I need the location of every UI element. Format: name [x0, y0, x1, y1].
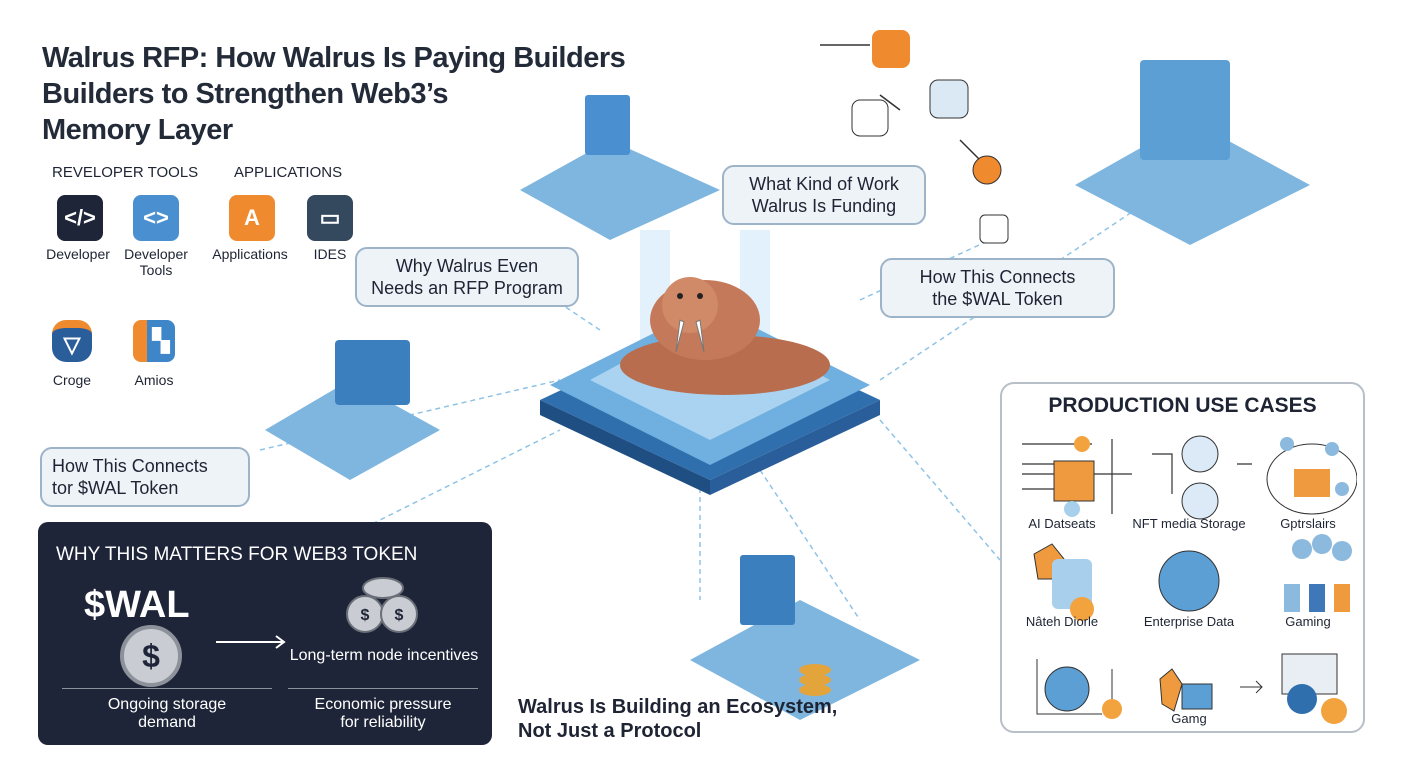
title-line: Walrus RFP: How Walrus Is Paying Builder… — [42, 42, 626, 74]
use-case-label: Gaming — [1285, 614, 1331, 629]
tool-label: Croge — [52, 372, 92, 388]
tool-label: Developer Tools — [124, 246, 188, 278]
caption-line: Not Just a Protocol — [518, 720, 702, 742]
use-cases-panel: PRODUCTION USE CASES AI Datseats NFT med… — [1000, 382, 1365, 733]
wal-token-label: $WAL — [84, 584, 190, 626]
bubble-line: What Kind of Work — [749, 174, 899, 194]
shield-icon: ▽ — [52, 320, 92, 362]
divider — [288, 688, 478, 689]
walrus-illustration — [620, 277, 830, 395]
use-case-label: Gamg — [1171, 711, 1207, 726]
use-case-label: Gptrslairs — [1280, 516, 1336, 531]
tool-label: Developer — [46, 246, 110, 262]
ide-window-icon: ▭ — [307, 195, 353, 241]
coin-stack-icon: $$ — [346, 577, 418, 633]
ecosystem-caption: Walrus Is Building an Ecosystem,Not Just… — [518, 695, 837, 743]
incentives-label: Long-term node incentives — [289, 647, 479, 664]
use-case-label: AI Datseats — [1028, 516, 1096, 531]
use-case-label: Nâteh Diorle — [1025, 614, 1099, 629]
section-applications: APPLICATIONS — [234, 164, 343, 181]
title-line: Memory Layer — [42, 114, 233, 146]
bubble-line: the $WAL Token — [932, 289, 1063, 309]
tool-label: Amios — [134, 372, 174, 388]
brackets-icon: <> — [133, 195, 179, 241]
arrow-right-icon — [216, 635, 286, 649]
dollar-coin-icon: $ — [120, 625, 182, 687]
caption-line: Walrus Is Building an Ecosystem, — [518, 696, 838, 718]
svg-text:$: $ — [395, 607, 404, 624]
svg-text:$: $ — [361, 607, 370, 624]
use-cases-title: PRODUCTION USE CASES — [1048, 394, 1317, 417]
divider — [62, 688, 272, 689]
bubble-line: How This Connects — [919, 267, 1076, 287]
bubble-line: Why Walrus Even — [395, 256, 539, 276]
code-icon: </> — [57, 195, 103, 241]
bubble-line: tor $WAL Token — [52, 478, 179, 498]
bubble-line: How This Connects — [52, 456, 208, 476]
app-a-icon: A — [229, 195, 275, 241]
why-matters-panel: WHY THIS MATTERS FOR WEB3 TOKEN $WAL $ $… — [38, 522, 492, 745]
label-line: demand — [138, 714, 196, 731]
use-case-label: Enterprise Data — [1143, 614, 1235, 629]
label-line: Ongoing storage — [107, 696, 227, 713]
panel-title: WHY THIS MATTERS FOR WEB3 TOKEN — [56, 544, 418, 565]
page-title: Walrus RFP: How Walrus Is Paying Builder… — [42, 40, 626, 148]
cube-icon: ▚ — [133, 320, 175, 362]
tool-label: IDES — [313, 246, 347, 262]
label-line: for reliability — [340, 714, 426, 731]
section-developer-tools: REVELOPER TOOLS — [52, 164, 199, 181]
bubble-line: Walrus Is Funding — [751, 196, 897, 216]
label-line: Economic pressure — [314, 696, 452, 713]
use-case-label: NFT media Storage — [1132, 516, 1246, 531]
tool-label: Applications — [212, 246, 288, 262]
use-case-icons — [1022, 435, 1357, 724]
title-line: Builders to Strengthen Web3’s — [42, 78, 449, 110]
bubble-line: Needs an RFP Program — [371, 278, 563, 298]
